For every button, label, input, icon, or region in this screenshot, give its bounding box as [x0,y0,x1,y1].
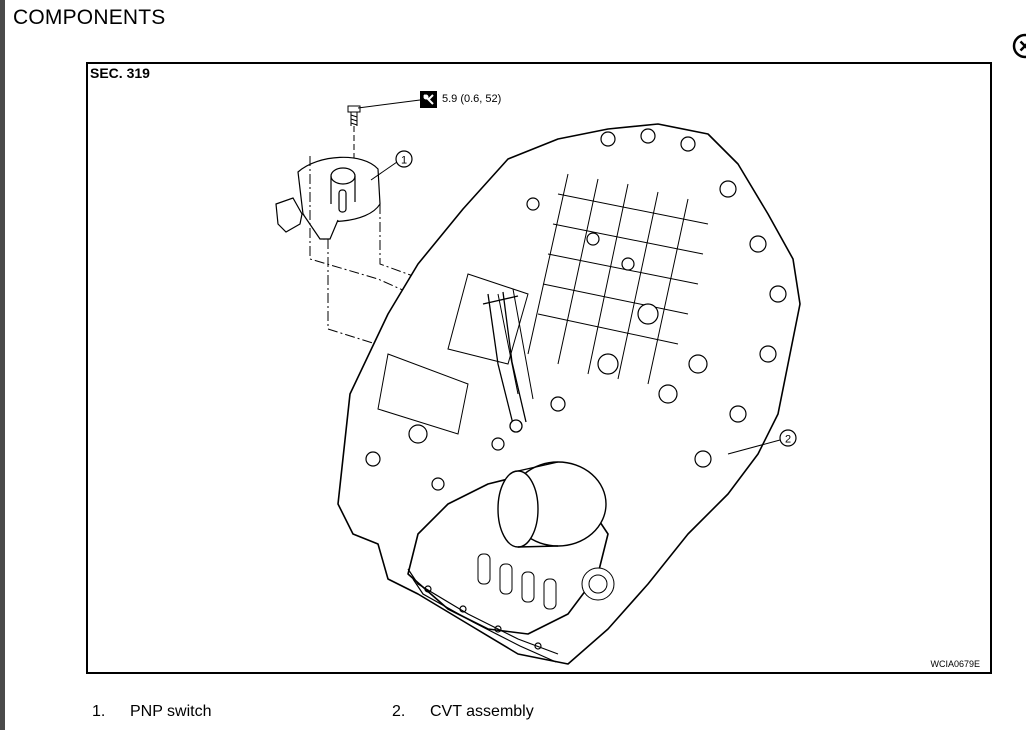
cvt-assembly [337,123,801,665]
torque-spec: 5.9 (0.6, 52) [442,93,502,105]
legend-label: CVT assembly [430,703,534,720]
bolt [347,105,361,126]
left-border [0,0,5,730]
section-label: SEC. 319 [90,65,150,81]
component-diagram: SEC. 319 1 [86,62,992,674]
close-icon[interactable] [1012,33,1026,59]
filter-canister [497,461,607,548]
pnp-switch-part [275,156,381,240]
transmission-illustration: 1 [275,91,801,665]
legend-number: 2. [392,703,406,720]
page-title: COMPONENTS [13,6,166,29]
callout-2: 2 [779,429,797,447]
legend-number: 1. [92,703,106,720]
legend-label: PNP switch [130,703,212,720]
callout-1: 1 [395,150,413,168]
svg-text:1: 1 [401,155,407,167]
svg-text:2: 2 [785,434,791,446]
figure-code: WCIA0679E [930,659,980,669]
torque-wrench-icon [420,91,437,108]
